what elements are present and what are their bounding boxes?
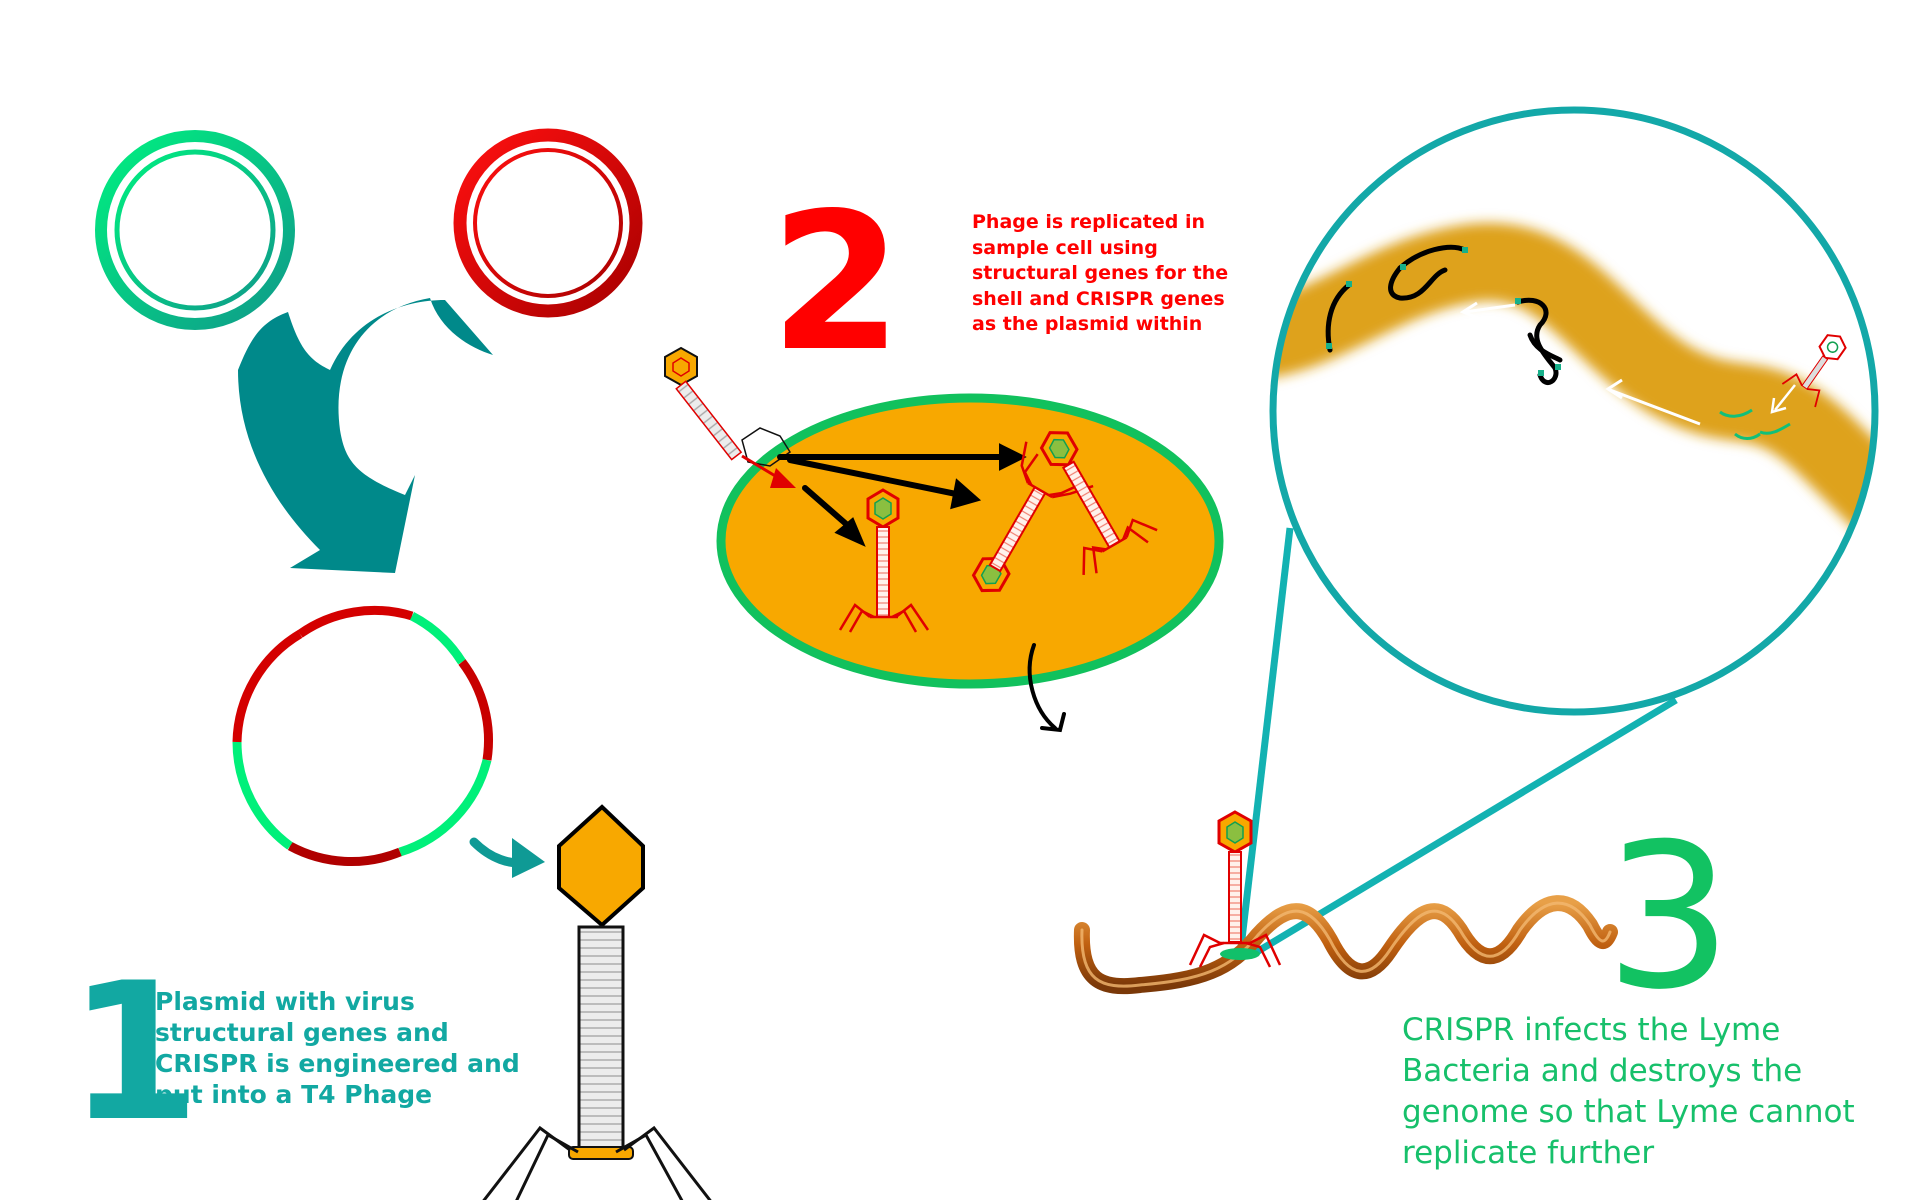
new-phage-3-icon bbox=[1039, 431, 1158, 575]
injecting-phage-icon bbox=[664, 346, 796, 488]
tiny-phage-icon bbox=[1781, 334, 1847, 408]
new-phage-2-icon bbox=[971, 441, 1094, 593]
zoom-lens-icon bbox=[1236, 106, 1879, 959]
step-2-caption: Phage is replicated in sample cell using… bbox=[972, 211, 1229, 335]
step-3-caption: CRISPR infects the Lyme Bacteria and des… bbox=[1402, 1012, 1855, 1171]
step-2-number: 2 bbox=[770, 172, 903, 393]
replication-arrows-icon bbox=[777, 443, 1066, 733]
step-1-number: 1 bbox=[68, 942, 200, 1163]
lyme-bacterium-icon bbox=[1073, 895, 1618, 995]
magnified-bacterium bbox=[1274, 223, 1874, 559]
step-1-caption: Plasmid with virus structural genes and … bbox=[155, 987, 520, 1109]
new-phage-1-icon bbox=[838, 488, 930, 633]
t4-phage-icon bbox=[482, 804, 712, 1200]
green-plasmid-icon bbox=[95, 130, 295, 330]
recombinant-plasmid-icon bbox=[232, 605, 494, 866]
small-teal-arrow-icon bbox=[469, 837, 545, 878]
merge-arrow-icon bbox=[238, 298, 493, 573]
attached-phage-icon bbox=[1188, 810, 1282, 968]
step-3-number: 3 bbox=[1605, 801, 1733, 1034]
red-plasmid-icon bbox=[453, 128, 643, 318]
